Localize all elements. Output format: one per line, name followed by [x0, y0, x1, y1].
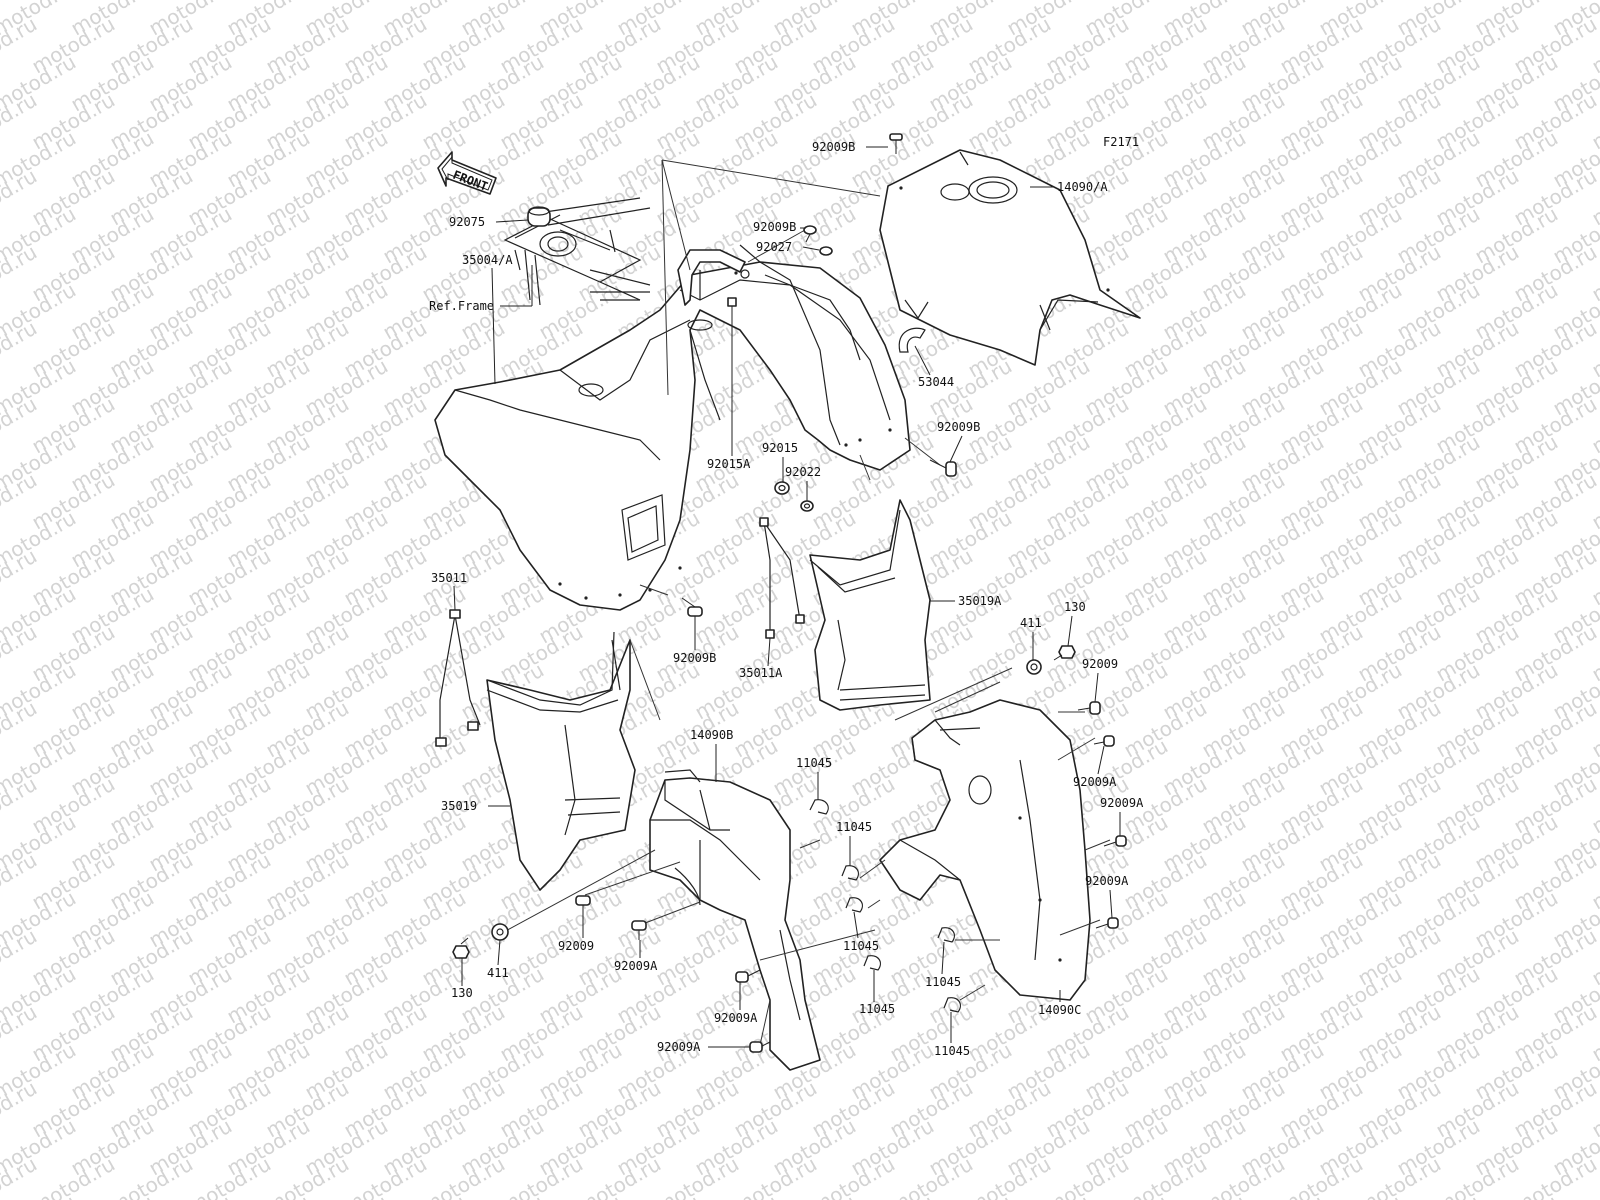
- svg-text:411: 411: [1020, 616, 1042, 630]
- svg-text:35011: 35011: [431, 571, 467, 585]
- svg-text:11045: 11045: [836, 820, 872, 834]
- svg-text:11045: 11045: [859, 1002, 895, 1016]
- washer-411-right: [1026, 659, 1042, 675]
- washer-411-left: [491, 923, 509, 941]
- svg-text:92009A: 92009A: [1085, 874, 1129, 888]
- svg-text:411: 411: [487, 966, 509, 980]
- grommet-92075: [527, 206, 551, 227]
- callout-35019: 35019: [441, 799, 510, 813]
- svg-text:92009B: 92009B: [812, 140, 855, 154]
- svg-text:11045: 11045: [843, 939, 879, 953]
- svg-text:92015: 92015: [762, 441, 798, 455]
- svg-text:92009B: 92009B: [673, 651, 716, 665]
- svg-text:92009B: 92009B: [753, 220, 796, 234]
- svg-text:35004/A: 35004/A: [462, 253, 513, 267]
- svg-text:92009A: 92009A: [657, 1040, 701, 1054]
- svg-text:14090/A: 14090/A: [1057, 180, 1108, 194]
- svg-text:92009A: 92009A: [1073, 775, 1117, 789]
- svg-text:92015A: 92015A: [707, 457, 751, 471]
- svg-text:11045: 11045: [796, 756, 832, 770]
- washer-92022: [800, 500, 814, 512]
- bolt-92009A-r1: [1093, 735, 1115, 747]
- svg-text:11045: 11045: [934, 1044, 970, 1058]
- svg-text:92022: 92022: [785, 465, 821, 479]
- svg-text:92009A: 92009A: [714, 1011, 758, 1025]
- svg-text:Ref.Frame: Ref.Frame: [429, 299, 494, 313]
- svg-text:92075: 92075: [449, 215, 485, 229]
- svg-text:92009: 92009: [558, 939, 594, 953]
- nut-92015: [774, 481, 790, 495]
- svg-text:14090C: 14090C: [1038, 1003, 1081, 1017]
- callout-35019A: 35019A: [930, 594, 1002, 608]
- figure-code: F2171: [1103, 135, 1139, 149]
- svg-text:14090B: 14090B: [690, 728, 733, 742]
- svg-text:92009: 92009: [1082, 657, 1118, 671]
- washer-92027: [819, 246, 833, 256]
- callout-130-right: 130: [1064, 600, 1086, 647]
- svg-text:35019: 35019: [441, 799, 477, 813]
- callout-92009B-top: 92009B: [812, 140, 888, 154]
- svg-text:92027: 92027: [756, 240, 792, 254]
- svg-text:35019A: 35019A: [958, 594, 1002, 608]
- svg-text:35011A: 35011A: [739, 666, 783, 680]
- svg-text:130: 130: [1064, 600, 1086, 614]
- svg-text:92009A: 92009A: [1100, 796, 1144, 810]
- svg-text:53044: 53044: [918, 375, 954, 389]
- svg-text:92009B: 92009B: [937, 420, 980, 434]
- svg-text:92009A: 92009A: [614, 959, 658, 973]
- bolt-130-right: [1053, 645, 1076, 661]
- svg-text:11045: 11045: [925, 975, 961, 989]
- svg-text:130: 130: [451, 986, 473, 1000]
